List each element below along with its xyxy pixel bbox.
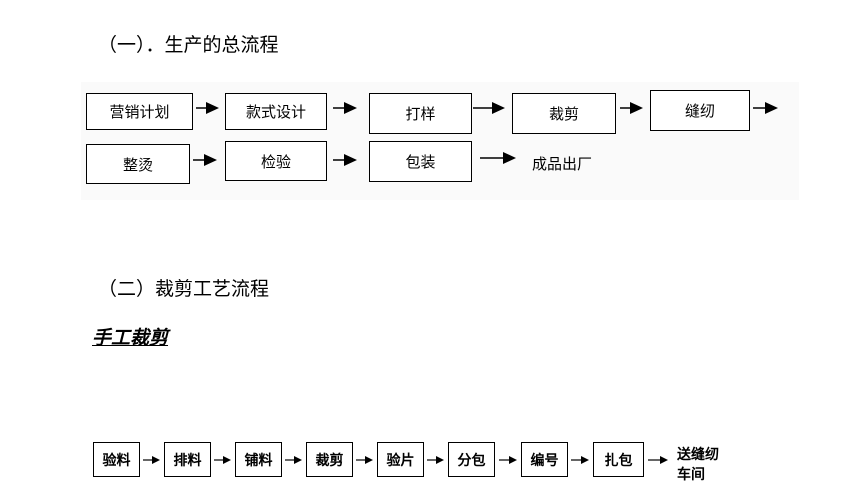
cut-step-tying: 扎包 xyxy=(593,442,644,477)
cut-step-spreading: 铺料 xyxy=(235,442,282,477)
arrow-icon xyxy=(480,152,516,164)
cut-step-fabric-check: 验料 xyxy=(93,442,140,477)
cut-step-to-sewing-line2: 车间 xyxy=(677,467,705,483)
cut-step-numbering: 编号 xyxy=(521,442,568,477)
section2-subheading: 手工裁剪 xyxy=(92,327,169,349)
arrow-icon xyxy=(499,456,517,464)
step-style-design: 款式设计 xyxy=(225,93,327,130)
cut-step-bundling: 分包 xyxy=(448,442,495,477)
arrow-icon xyxy=(214,456,231,464)
arrow-icon xyxy=(648,456,668,464)
cut-step-layout: 排料 xyxy=(164,442,211,477)
arrow-icon xyxy=(571,456,589,464)
section2-heading: （二）裁剪工艺流程 xyxy=(98,278,270,300)
arrow-icon xyxy=(753,102,778,114)
step-marketing-plan: 营销计划 xyxy=(86,93,193,130)
arrow-icon xyxy=(285,456,302,464)
arrow-icon xyxy=(333,154,357,166)
step-sewing: 缝纫 xyxy=(650,90,750,131)
arrow-icon xyxy=(143,456,160,464)
step-packaging: 包装 xyxy=(369,141,472,182)
step-sampling: 打样 xyxy=(369,93,472,134)
arrow-icon xyxy=(427,456,444,464)
arrow-icon xyxy=(473,102,505,114)
arrow-icon xyxy=(620,102,643,114)
cut-step-to-sewing-line1: 送缝纫 xyxy=(677,447,719,463)
step-inspection: 检验 xyxy=(225,141,327,181)
step-finished-goods: 成品出厂 xyxy=(532,155,593,173)
arrow-icon xyxy=(193,154,217,166)
arrow-icon xyxy=(196,102,219,114)
step-cutting: 裁剪 xyxy=(512,93,616,134)
step-ironing: 整烫 xyxy=(86,144,190,184)
cut-step-piece-check: 验片 xyxy=(377,442,424,477)
arrow-icon xyxy=(333,102,357,114)
arrow-icon xyxy=(356,456,373,464)
section1-heading: （一）．生产的总流程 xyxy=(98,34,279,56)
cut-step-cutting: 裁剪 xyxy=(306,442,353,477)
